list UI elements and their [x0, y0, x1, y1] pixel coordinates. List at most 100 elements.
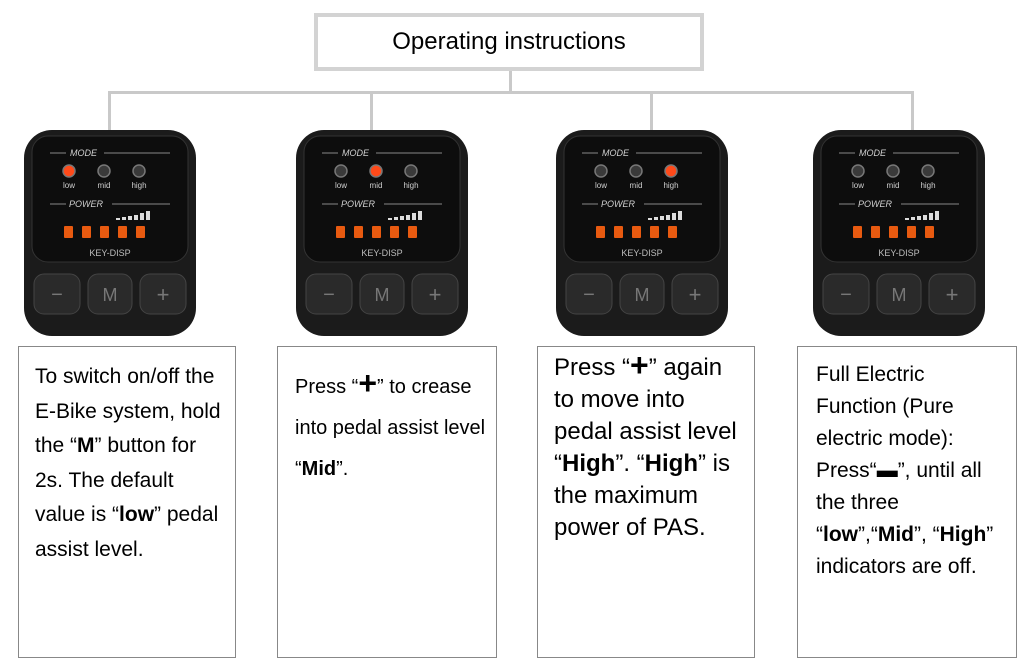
display-unit-svg: MODE low mid high POWER KEY-DISP − M +	[556, 130, 728, 336]
step-3-bold-high: High	[562, 450, 616, 477]
step-4-caption: Full Electric Function (Pure electric mo…	[797, 346, 1017, 658]
connector-drop-2	[370, 91, 373, 131]
plus-button[interactable]	[928, 273, 976, 315]
plus-symbol: +	[689, 282, 702, 307]
mode-label: MODE	[342, 148, 370, 158]
brand-label: KEY-DISP	[361, 248, 402, 258]
minus-button[interactable]	[565, 273, 613, 315]
display-panel	[31, 135, 189, 263]
step-4-text-a: Full Electric Function (Pure electric mo…	[816, 363, 954, 482]
m-button[interactable]	[619, 273, 665, 315]
brand-label: KEY-DISP	[878, 248, 919, 258]
display-unit-3: MODE low mid high POWER KEY-DISP − M +	[554, 128, 730, 338]
led-high-indicator	[664, 164, 678, 178]
minus-button[interactable]	[305, 273, 353, 315]
low-label: low	[335, 181, 347, 190]
mid-label: mid	[887, 181, 900, 190]
plus-button[interactable]	[411, 273, 459, 315]
led-low-indicator	[62, 164, 76, 178]
low-label: low	[63, 181, 75, 190]
step-3-bold-high-2: High	[644, 450, 698, 477]
power-label: POWER	[341, 199, 376, 209]
step-4-text-d: ”, “	[913, 523, 940, 546]
step-4-text-c: ”,“	[858, 523, 878, 546]
power-label: POWER	[858, 199, 893, 209]
step-1-caption: To switch on/off the E-Bike system, hold…	[18, 346, 236, 658]
mode-label: MODE	[602, 148, 630, 158]
display-panel	[563, 135, 721, 263]
led-mid-indicator	[369, 164, 383, 178]
brand-label: KEY-DISP	[621, 248, 662, 258]
led-low-indicator	[851, 164, 865, 178]
step-1-text-b: ” button for 2s. The default value is “	[35, 434, 197, 526]
connector-trunk	[509, 71, 512, 91]
led-high-indicator	[132, 164, 146, 178]
connector-drop-3	[650, 91, 653, 131]
m-symbol: M	[375, 285, 390, 305]
power-bars-icon	[648, 211, 682, 220]
mode-label: MODE	[70, 148, 98, 158]
led-mid-indicator	[97, 164, 111, 178]
power-bars-icon	[116, 211, 150, 220]
display-panel	[820, 135, 978, 263]
plus-button[interactable]	[139, 273, 187, 315]
step-4-bold-low: low	[823, 523, 858, 546]
connector-drop-4	[911, 91, 914, 131]
minus-symbol: −	[323, 284, 335, 306]
step-3-text-a: Press “	[554, 354, 631, 381]
power-level-leds	[336, 226, 417, 238]
step-1-text-c: ” pedal assist level.	[35, 503, 219, 561]
step-1-text-a: To switch on/off the E-Bike system, hold…	[35, 365, 221, 457]
plus-icon: +	[358, 365, 378, 401]
step-2-caption: Press “+” to crease into pedal assist le…	[277, 346, 497, 658]
mid-label: mid	[370, 181, 383, 190]
minus-icon: ▬	[876, 459, 898, 482]
step-2-bold-mid: Mid	[301, 458, 337, 480]
m-symbol: M	[892, 285, 907, 305]
power-level-leds	[64, 226, 145, 238]
display-unit-svg: MODE low mid high POWER KEY-DISP − M +	[24, 130, 196, 336]
step-3-text-c: ”. “	[615, 450, 645, 477]
high-label: high	[920, 181, 935, 190]
step-1-bold-m: M	[77, 434, 95, 457]
power-level-leds	[853, 226, 934, 238]
plus-symbol: +	[946, 282, 959, 307]
display-unit-2: MODE low mid high POWER KEY-DISP − M +	[294, 128, 470, 338]
step-4-text-e: ” indicators are off.	[816, 523, 994, 578]
mode-label: MODE	[859, 148, 887, 158]
display-unit-svg: MODE low mid high POWER KEY-DISP − M +	[296, 130, 468, 336]
low-label: low	[852, 181, 864, 190]
step-3-text-d: ” is the maximum power of PAS.	[554, 450, 730, 541]
led-mid-indicator	[629, 164, 643, 178]
m-symbol: M	[103, 285, 118, 305]
m-symbol: M	[635, 285, 650, 305]
plus-button[interactable]	[671, 273, 719, 315]
connector-bar	[108, 91, 914, 94]
step-3-text-b: ” again to move into pedal assist level …	[554, 354, 737, 477]
led-low-indicator	[334, 164, 348, 178]
brand-label: KEY-DISP	[89, 248, 130, 258]
mid-label: mid	[98, 181, 111, 190]
plus-symbol: +	[429, 282, 442, 307]
diagram-title: Operating instructions	[392, 28, 626, 55]
step-3-caption: Press “+” again to move into pedal assis…	[537, 346, 755, 658]
display-unit-4: MODE low mid high POWER KEY-DISP − M +	[811, 128, 987, 338]
display-unit-1: MODE low mid high POWER KEY-DISP − M +	[22, 128, 198, 338]
power-bars-icon	[905, 211, 939, 220]
step-2-text-b: ” to crease into pedal assist level “	[295, 376, 486, 480]
step-2-text-a: Press “	[295, 376, 359, 398]
m-button[interactable]	[87, 273, 133, 315]
m-button[interactable]	[876, 273, 922, 315]
display-panel	[303, 135, 461, 263]
led-high-indicator	[921, 164, 935, 178]
display-unit-svg: MODE low mid high POWER KEY-DISP − M +	[813, 130, 985, 336]
plus-icon: +	[630, 347, 649, 383]
minus-button[interactable]	[33, 273, 81, 315]
step-4-bold-high: High	[939, 523, 987, 546]
power-bars-icon	[388, 211, 422, 220]
minus-button[interactable]	[822, 273, 870, 315]
minus-symbol: −	[840, 284, 852, 306]
low-label: low	[595, 181, 607, 190]
m-button[interactable]	[359, 273, 405, 315]
minus-symbol: −	[51, 284, 63, 306]
